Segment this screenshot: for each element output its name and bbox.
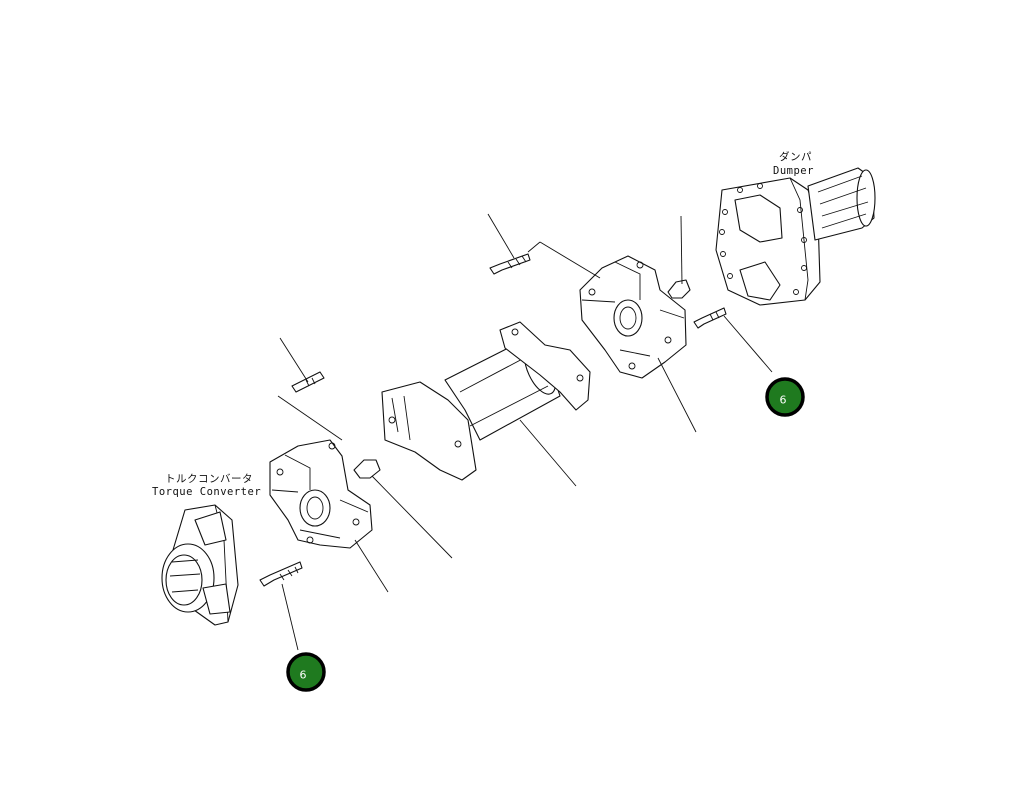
- torque-converter-label-jp: トルクコンバータ: [165, 473, 253, 485]
- bolt-left-lower: [259, 561, 303, 587]
- bolt-right: [693, 307, 727, 329]
- torque-converter-label-en: Torque Converter: [152, 486, 261, 498]
- grease-fitting-left: [353, 459, 381, 479]
- bolt-top: [489, 253, 531, 275]
- callout-6-damper-side[interactable]: 6: [765, 377, 805, 417]
- universal-joint-spider-right: [579, 255, 687, 379]
- damper-assembly: ダンパ Dumper: [715, 150, 876, 306]
- grease-fitting-right: [667, 279, 691, 299]
- damper-label-jp: ダンパ: [779, 150, 812, 163]
- propeller-shaft-tube: [381, 321, 591, 481]
- damper-label-en: Dumper: [773, 165, 814, 177]
- leader-lines: [277, 213, 773, 651]
- torque-converter-assembly: トルクコンバータ Torque Converter: [152, 473, 261, 626]
- callout-6-converter-side[interactable]: 6: [286, 652, 326, 692]
- universal-joint-spider-left: [269, 439, 373, 549]
